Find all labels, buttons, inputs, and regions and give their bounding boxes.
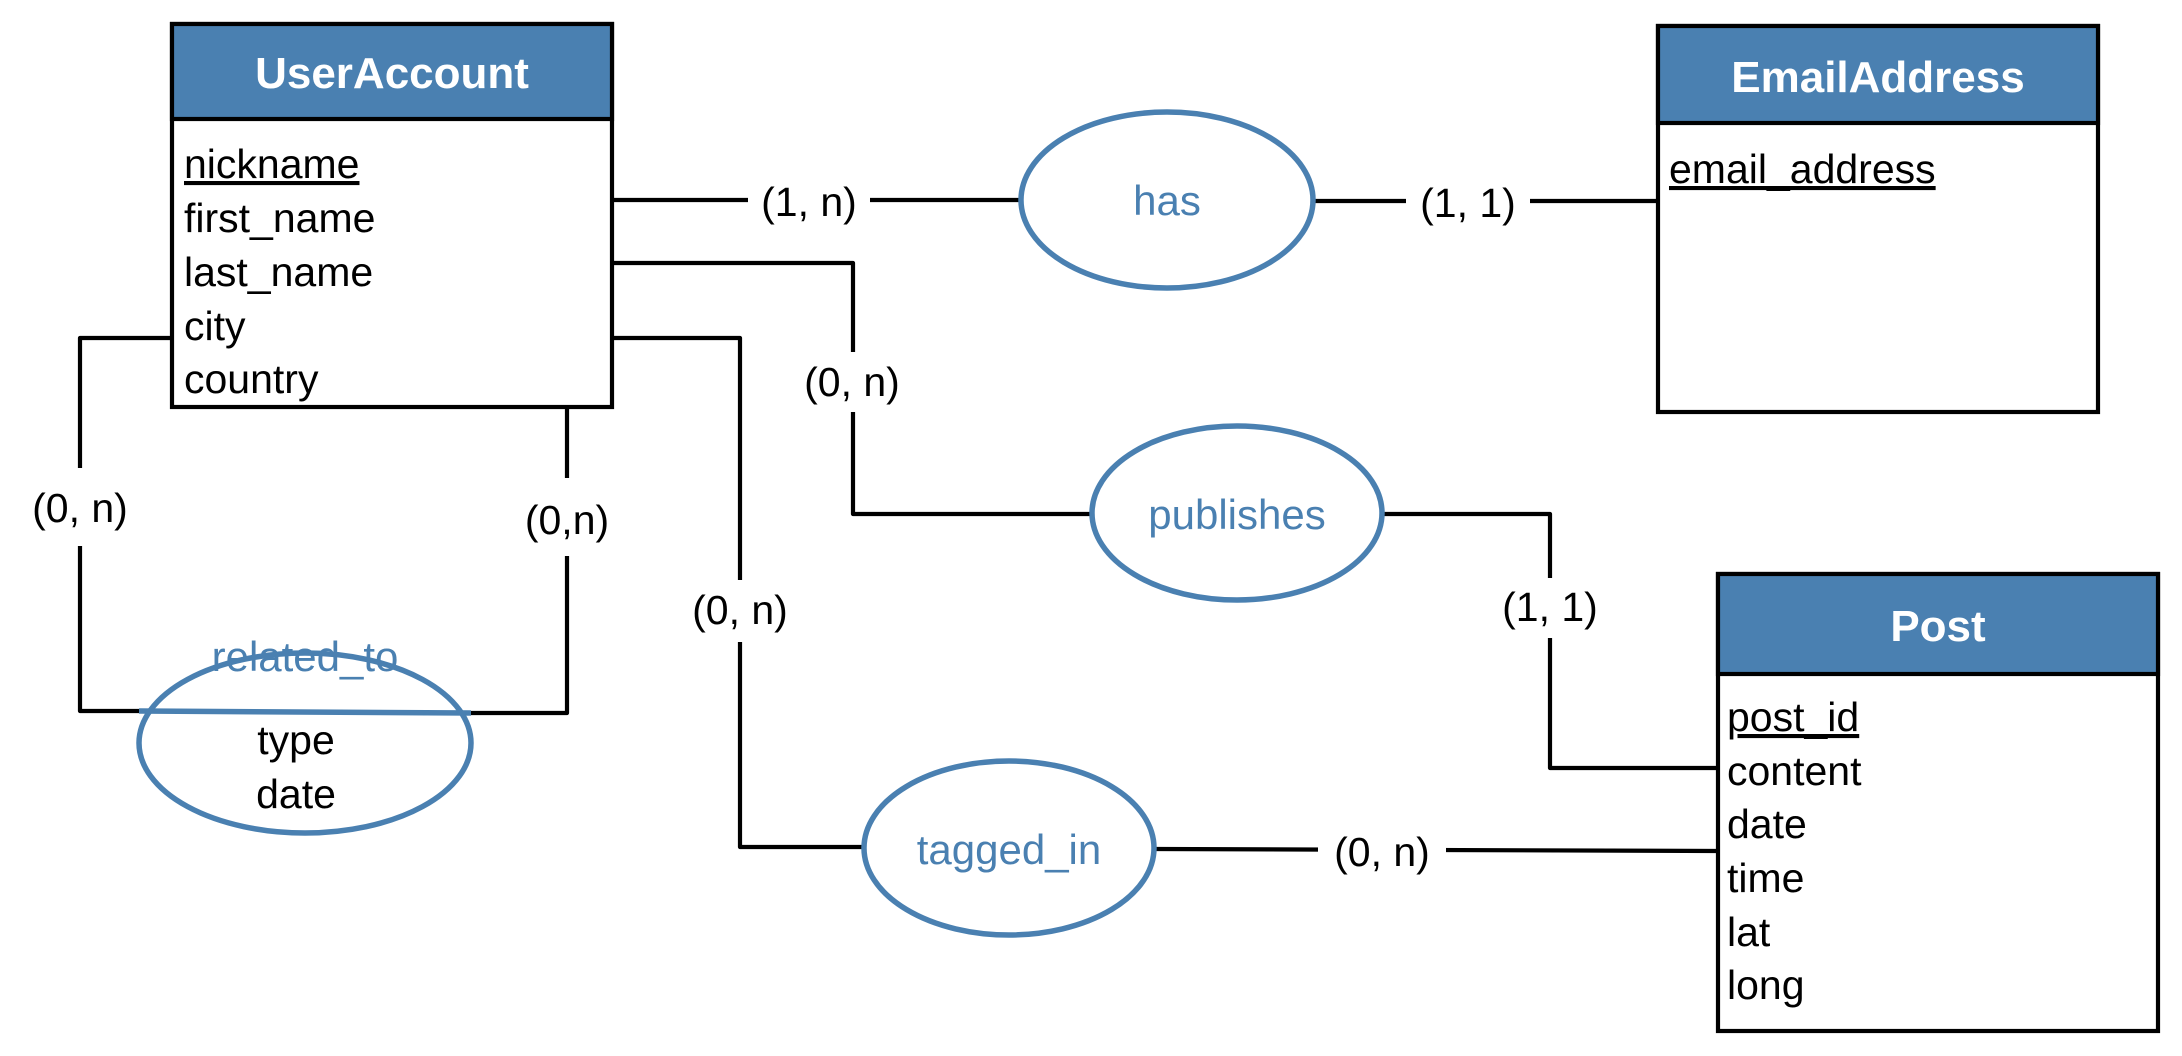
attribute: first_name — [184, 195, 375, 241]
relationship-name: publishes — [1148, 491, 1325, 538]
entity-user-account[interactable]: UserAccount nickname first_name last_nam… — [169, 21, 615, 410]
relationship-attribute: type — [257, 717, 335, 763]
attribute: content — [1727, 748, 1862, 794]
cardinality-related-left: (0, n) — [32, 485, 128, 531]
cardinality-labels: (1, n) (1, 1) (0, n) (1, 1) (0, n) (0, n… — [22, 172, 1608, 880]
cardinality-tagged-user: (0, n) — [692, 587, 788, 633]
cardinality-has-email: (1, 1) — [1420, 180, 1516, 226]
primary-key-attribute: post_id — [1727, 694, 1859, 740]
cardinality-publishes-user: (0, n) — [804, 359, 900, 405]
entity-email-address[interactable]: EmailAddress email_address — [1655, 23, 2101, 415]
entity-title: EmailAddress — [1731, 53, 2024, 102]
entity-title: Post — [1890, 602, 1986, 651]
attribute: last_name — [184, 249, 373, 295]
relationship-name: has — [1133, 177, 1201, 224]
cardinality-publishes-post: (1, 1) — [1502, 584, 1598, 630]
attribute: lat — [1727, 909, 1771, 955]
entity-post[interactable]: Post post_id content date time lat long — [1715, 571, 2161, 1034]
primary-key-attribute: nickname — [184, 141, 359, 187]
relationship-related-to[interactable]: related_to type date — [136, 633, 474, 836]
primary-key-attribute: email_address — [1669, 146, 1936, 192]
relationship-publishes[interactable]: publishes — [1089, 423, 1385, 603]
link-publishes-post — [1378, 511, 1721, 771]
relationship-attribute-divider — [138, 708, 472, 716]
cardinality-has-user: (1, n) — [761, 179, 857, 225]
link-user-related-right — [467, 404, 570, 716]
attribute: time — [1727, 855, 1804, 901]
relationship-name: related_to — [212, 633, 399, 680]
attribute: country — [184, 356, 319, 402]
attribute: long — [1727, 962, 1805, 1008]
relationship-attribute: date — [256, 771, 336, 817]
attribute: date — [1727, 801, 1807, 847]
cardinality-tagged-post: (0, n) — [1334, 829, 1430, 875]
relationship-name: tagged_in — [917, 826, 1102, 873]
entity-title: UserAccount — [255, 49, 529, 98]
cardinality-related-right: (0,n) — [525, 497, 609, 543]
relationship-has[interactable]: has — [1018, 109, 1316, 291]
attribute: city — [184, 303, 246, 349]
relationship-tagged-in[interactable]: tagged_in — [861, 758, 1157, 938]
